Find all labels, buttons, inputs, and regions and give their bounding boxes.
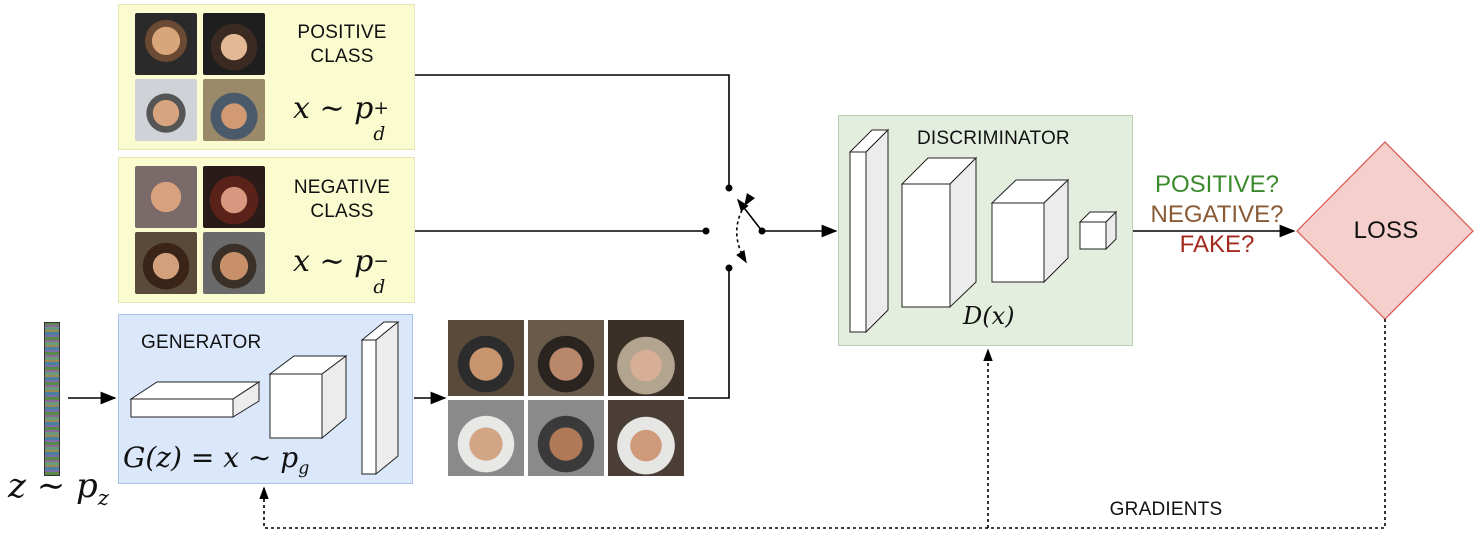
generator-layer-1 — [129, 381, 261, 418]
switch-node — [725, 264, 733, 272]
discriminator-layer-4 — [1078, 210, 1118, 251]
generated-face-image — [448, 320, 524, 396]
generated-connector — [688, 268, 730, 399]
generator-formula: G(z) = x ∼ pg — [123, 441, 310, 479]
generator-layer-2 — [268, 355, 348, 440]
switch-arc — [735, 192, 756, 264]
switch-lever — [737, 198, 763, 232]
discriminator-layer-3 — [990, 178, 1070, 284]
face-image — [203, 232, 265, 294]
generated-face-image — [608, 320, 684, 396]
gradient-path — [259, 319, 1386, 529]
switch-node — [725, 184, 733, 192]
generated-face-image — [528, 400, 604, 476]
generated-face-image — [528, 320, 604, 396]
face-image — [203, 79, 265, 141]
face-image — [135, 79, 197, 141]
discriminator-layer-2 — [900, 156, 978, 309]
positive-connector — [415, 74, 730, 188]
face-image — [135, 166, 197, 228]
noise-formula: z ∼ pz — [8, 466, 109, 510]
generator-title: GENERATOR — [141, 332, 262, 353]
output-fake: FAKE? — [1179, 231, 1255, 258]
discriminator-layer-1 — [848, 128, 890, 334]
generator-layer-3 — [360, 320, 400, 476]
face-image — [135, 13, 197, 75]
gradients-label: GRADIENTS — [1109, 499, 1223, 520]
loss-label: LOSS — [1353, 217, 1419, 244]
switch-node — [758, 227, 766, 235]
negative-formula: x ∼ p−d — [293, 244, 389, 298]
discriminator-title: DISCRIMINATOR — [917, 128, 1070, 149]
face-image — [135, 232, 197, 294]
switch-node — [702, 227, 710, 235]
discriminator-formula: D(x) — [963, 302, 1015, 330]
negative-class-panel: NEGATIVE CLASS x ∼ p−d — [118, 157, 415, 303]
negative-class-title: NEGATIVE CLASS — [293, 177, 391, 222]
noise-vector — [44, 322, 60, 476]
generated-face-image — [448, 400, 524, 476]
face-image — [203, 166, 265, 228]
face-image — [203, 13, 265, 75]
positive-class-title: POSITIVE CLASS — [297, 22, 387, 67]
generated-face-image — [608, 400, 684, 476]
positive-class-panel: POSITIVE CLASS x ∼ p+d — [118, 4, 415, 150]
output-negative: NEGATIVE? — [1150, 201, 1284, 228]
positive-formula: x ∼ p+d — [293, 91, 389, 145]
output-positive: POSITIVE? — [1154, 171, 1280, 198]
